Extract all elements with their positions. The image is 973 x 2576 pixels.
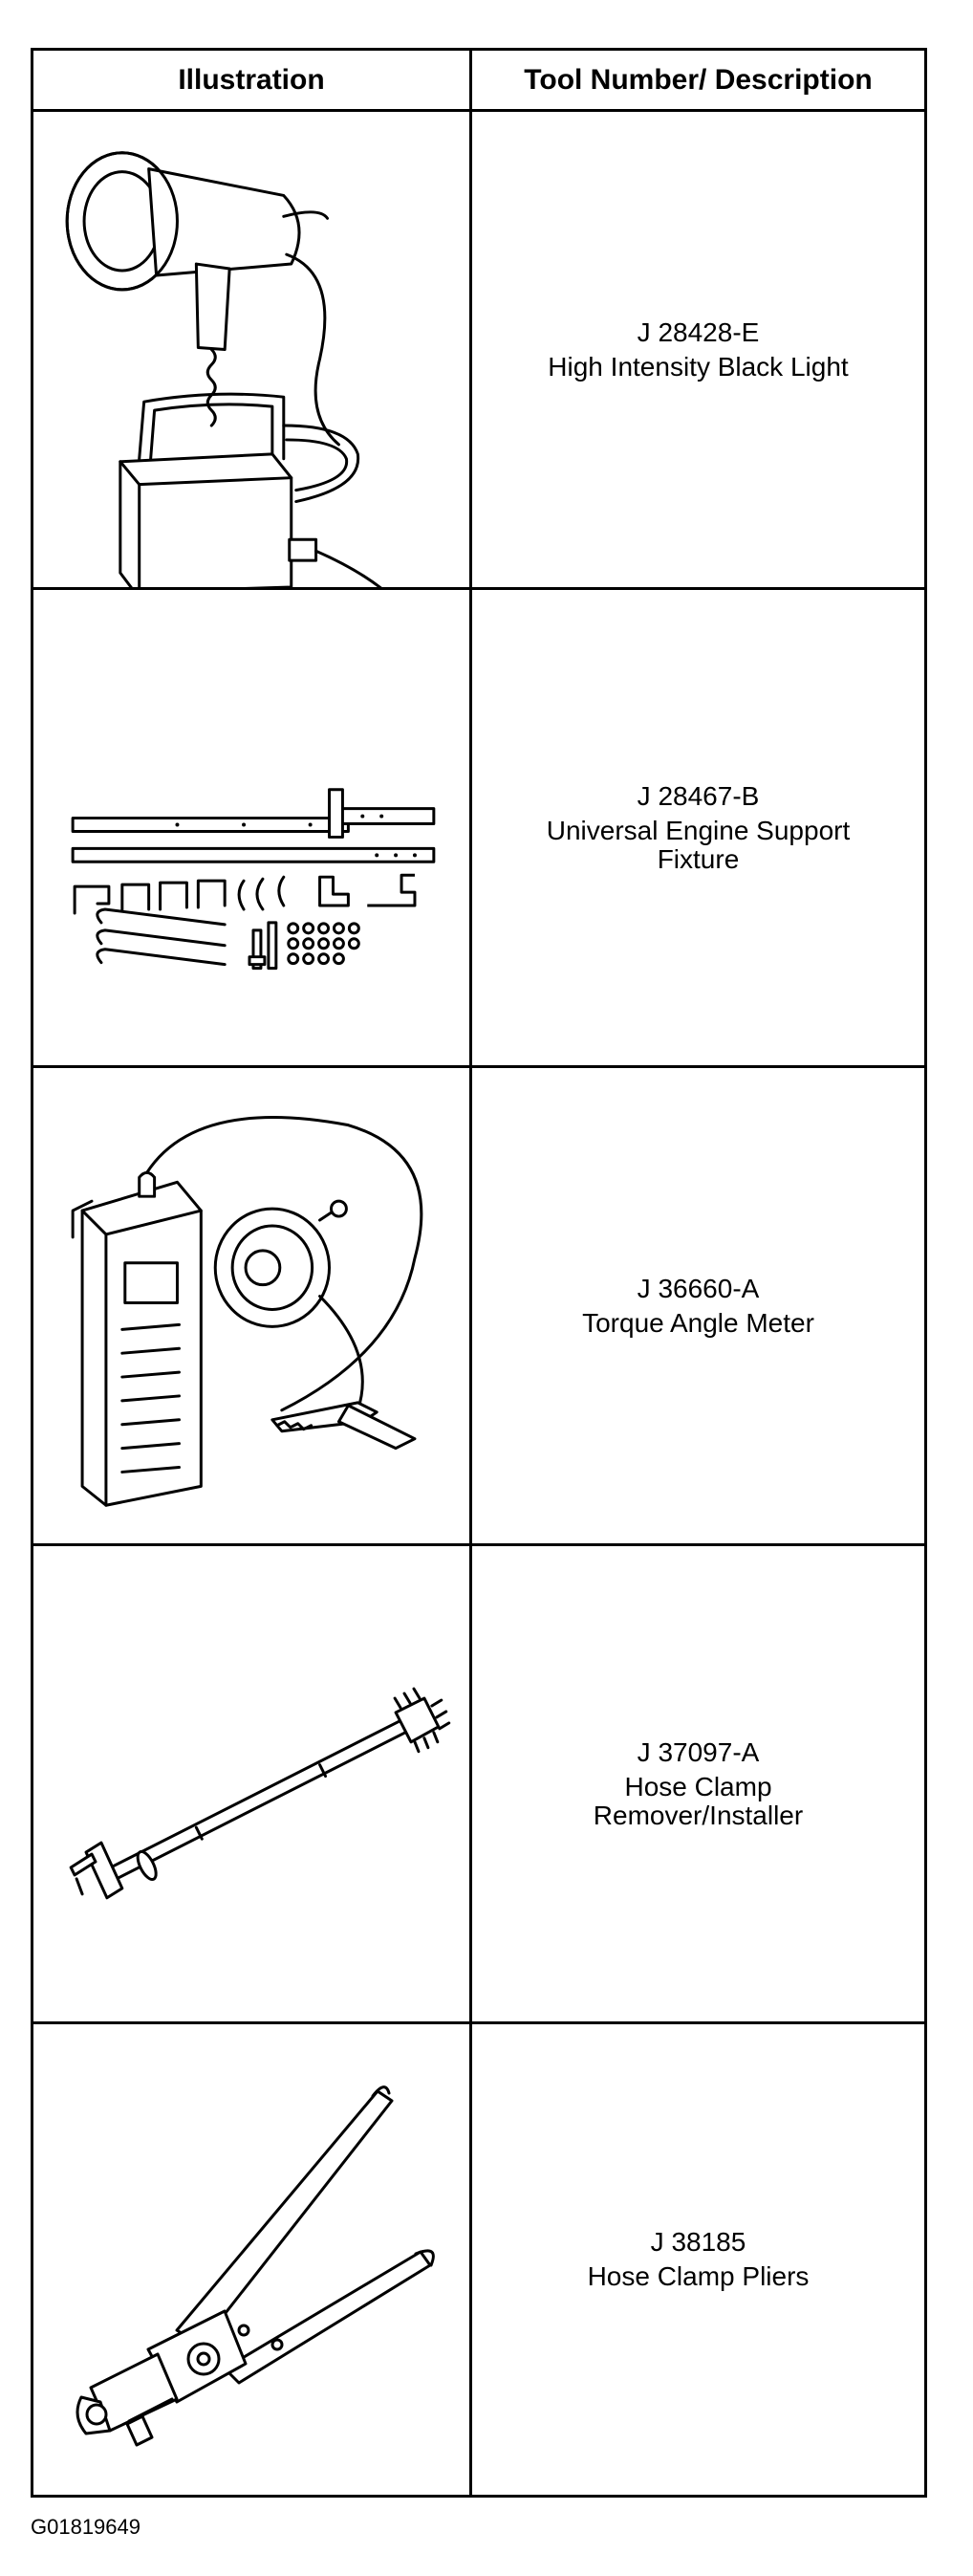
hose-clamp-remover-icon xyxy=(33,1546,469,2021)
header-illustration: Illustration xyxy=(178,63,325,96)
tool-number: J 38185 xyxy=(650,2227,746,2257)
tool-name: Torque Angle Meter xyxy=(582,1307,814,1338)
tool-name: Universal Engine Support xyxy=(546,815,851,845)
hose-clamp-pliers-icon xyxy=(33,2024,469,2495)
table-row: J 28467-B Universal Engine Support Fixtu… xyxy=(33,590,924,1068)
tool-number: J 28428-E xyxy=(637,317,760,347)
figure-id: G01819649 xyxy=(31,2515,141,2539)
tool-description: J 28428-E High Intensity Black Light xyxy=(472,112,924,587)
table-header: Illustration Tool Number/ Description xyxy=(33,51,924,112)
tool-description: J 38185 Hose Clamp Pliers xyxy=(472,2024,924,2495)
tool-name-line-2: Remover/Installer xyxy=(593,1800,804,1830)
table-row: J 38185 Hose Clamp Pliers xyxy=(33,2024,924,2495)
header-tool-number-description: Tool Number/ Description xyxy=(524,63,873,96)
tool-number: J 37097-A xyxy=(637,1736,760,1767)
tool-table: Illustration Tool Number/ Description xyxy=(31,48,927,2498)
table-row: J 37097-A Hose Clamp Remover/Installer xyxy=(33,1546,924,2024)
tool-number: J 28467-B xyxy=(637,780,760,811)
torque-angle-meter-icon xyxy=(33,1068,469,1543)
tool-name: High Intensity Black Light xyxy=(548,351,849,382)
engine-support-fixture-icon xyxy=(33,590,469,1065)
tool-number: J 36660-A xyxy=(637,1273,760,1303)
tool-description: J 28467-B Universal Engine Support Fixtu… xyxy=(472,590,924,1065)
table-row: J 36660-A Torque Angle Meter xyxy=(33,1068,924,1546)
column-divider xyxy=(469,51,472,2495)
tool-name-line-2: Fixture xyxy=(657,843,740,874)
tool-description: J 37097-A Hose Clamp Remover/Installer xyxy=(472,1546,924,2021)
black-light-icon xyxy=(33,112,469,587)
tool-description: J 36660-A Torque Angle Meter xyxy=(472,1068,924,1543)
tool-name: Hose Clamp Pliers xyxy=(587,2261,810,2291)
table-row: J 28428-E High Intensity Black Light xyxy=(33,112,924,590)
tool-name: Hose Clamp xyxy=(624,1771,772,1801)
